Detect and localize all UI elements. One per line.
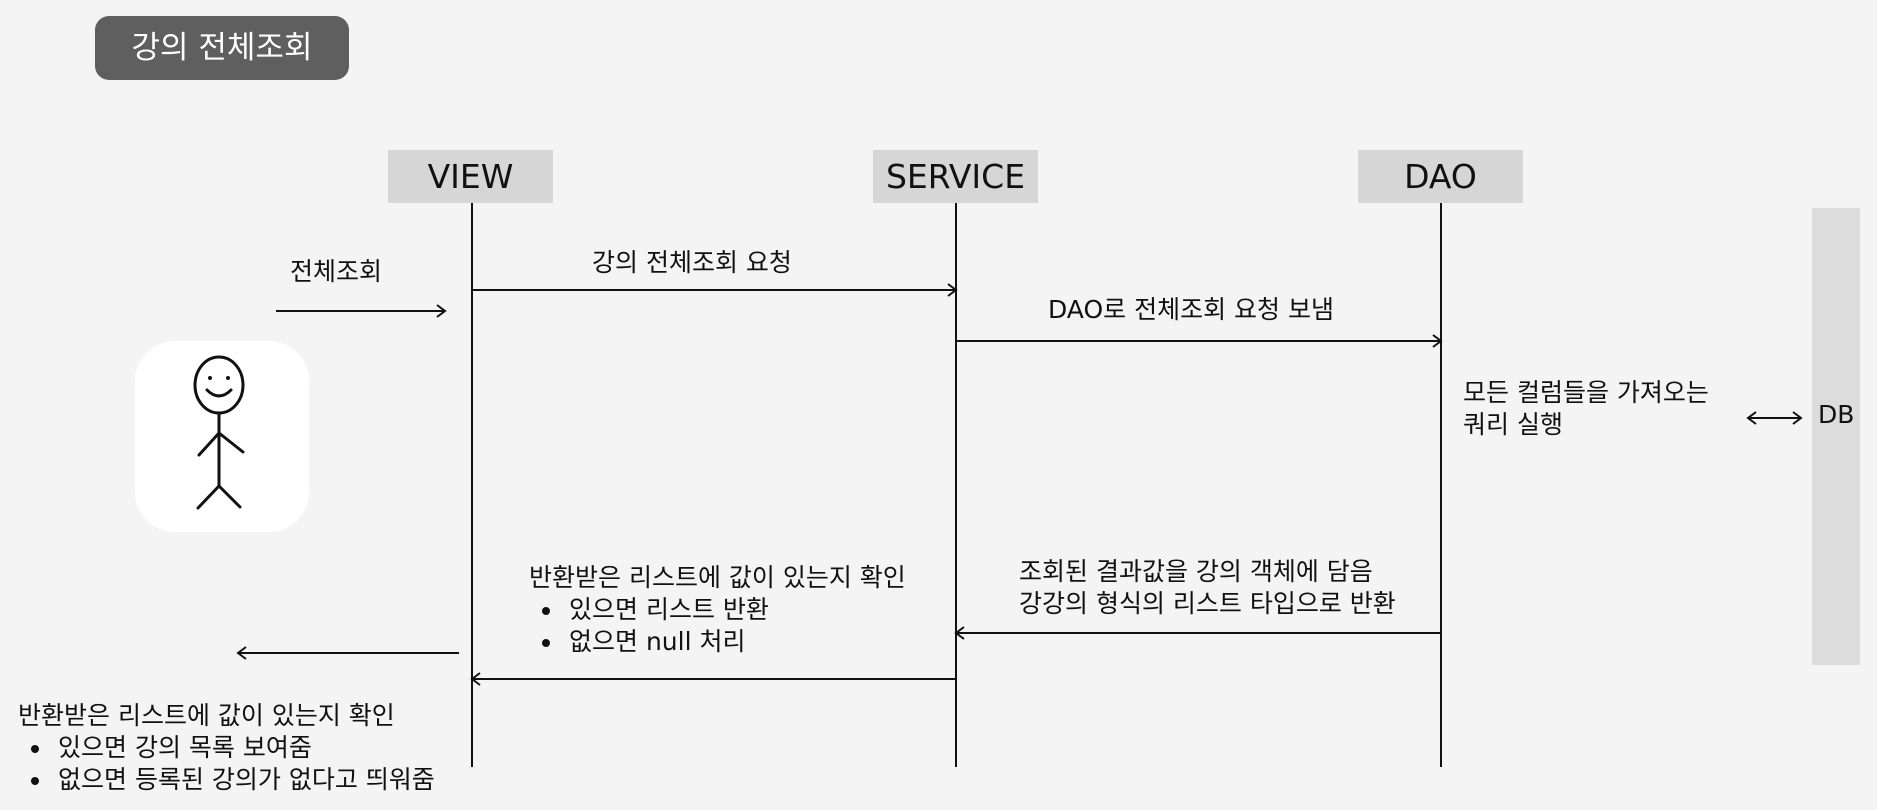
view-to-user-bullets: 있으면 강의 목록 보여줌 없으면 등록된 강의가 없다고 띄워줌 bbox=[18, 732, 435, 796]
service-to-view-heading: 반환받은 리스트에 값이 있는지 확인 bbox=[529, 563, 906, 592]
participant-db-label: DB bbox=[1818, 400, 1855, 429]
dao-to-service-line-2: 강강의 형식의 리스트 타입으로 반환 bbox=[1019, 589, 1396, 618]
label-user-request: 전체조회 bbox=[290, 257, 383, 286]
arrow-service-to-view bbox=[470, 672, 956, 686]
label-view-to-service: 강의 전체조회 요청 bbox=[592, 248, 792, 277]
arrow-dao-db-bidirectional bbox=[1746, 411, 1803, 425]
dao-to-service-line-1: 조회된 결과값을 강의 객체에 담음 bbox=[1019, 557, 1373, 586]
view-to-user-heading: 반환받은 리스트에 값이 있는지 확인 bbox=[18, 701, 395, 730]
stick-figure-icon bbox=[193, 355, 245, 510]
view-to-user-bullet-1: 있으면 강의 목록 보여줌 bbox=[31, 732, 435, 764]
arrow-service-to-dao bbox=[956, 334, 1443, 348]
label-dao-to-service: 조회된 결과값을 강의 객체에 담음 강강의 형식의 리스트 타입으로 반환 bbox=[1019, 556, 1396, 620]
arrow-user-to-view bbox=[276, 304, 447, 318]
participant-db-bar bbox=[1812, 208, 1860, 665]
dao-query-line-2: 쿼리 실행 bbox=[1463, 410, 1563, 439]
label-dao-query: 모든 컬럼들을 가져오는 쿼리 실행 bbox=[1463, 377, 1709, 441]
service-to-view-bullet-1: 있으면 리스트 반환 bbox=[542, 594, 906, 626]
arrow-view-to-user bbox=[236, 646, 459, 660]
service-to-view-bullets: 있으면 리스트 반환 없으면 null 처리 bbox=[529, 594, 906, 658]
participant-view: VIEW bbox=[388, 150, 553, 203]
label-service-to-view: 반환받은 리스트에 값이 있는지 확인 있으면 리스트 반환 없으면 null … bbox=[529, 562, 906, 658]
arrow-view-to-service bbox=[472, 283, 958, 297]
participant-service: SERVICE bbox=[873, 150, 1038, 203]
arrow-dao-to-service bbox=[954, 626, 1441, 640]
service-to-view-bullet-2: 없으면 null 처리 bbox=[542, 626, 906, 658]
label-service-to-dao: DAO로 전체조회 요청 보냄 bbox=[1048, 295, 1334, 324]
view-to-user-bullet-2: 없으면 등록된 강의가 없다고 띄워줌 bbox=[31, 765, 435, 794]
diagram-title: 강의 전체조회 bbox=[95, 16, 349, 80]
dao-query-line-1: 모든 컬럼들을 가져오는 bbox=[1463, 378, 1709, 407]
participant-dao: DAO bbox=[1358, 150, 1523, 203]
label-view-to-user: 반환받은 리스트에 값이 있는지 확인 있으면 강의 목록 보여줌 없으면 등록… bbox=[18, 700, 435, 796]
